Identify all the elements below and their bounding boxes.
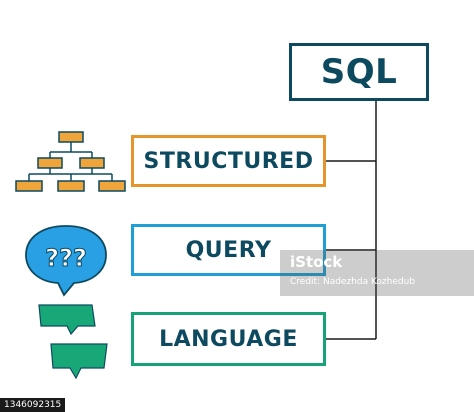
svg-text:???: ??? bbox=[45, 244, 87, 272]
stock-id-label: 1346092315 bbox=[0, 398, 66, 412]
structured-label: STRUCTURED bbox=[143, 148, 314, 174]
watermark-brand: iStock bbox=[290, 253, 343, 271]
query-box: QUERY bbox=[131, 224, 326, 276]
structured-box: STRUCTURED bbox=[131, 135, 326, 187]
sql-title-label: SQL bbox=[320, 52, 398, 92]
hierarchy-chart-icon bbox=[15, 131, 126, 192]
chat-bubbles-icon bbox=[38, 304, 108, 380]
query-label: QUERY bbox=[185, 237, 272, 263]
watermark-credit: Credit: Nadezhda Kozhedub bbox=[290, 277, 416, 287]
connector-lines bbox=[326, 101, 377, 340]
language-label: LANGUAGE bbox=[159, 326, 298, 352]
sql-title-box: SQL bbox=[289, 43, 429, 101]
watermark: iStock Credit: Nadezhda Kozhedub bbox=[280, 250, 474, 296]
language-box: LANGUAGE bbox=[131, 312, 326, 366]
question-speech-bubble-icon: ??? bbox=[25, 225, 107, 297]
